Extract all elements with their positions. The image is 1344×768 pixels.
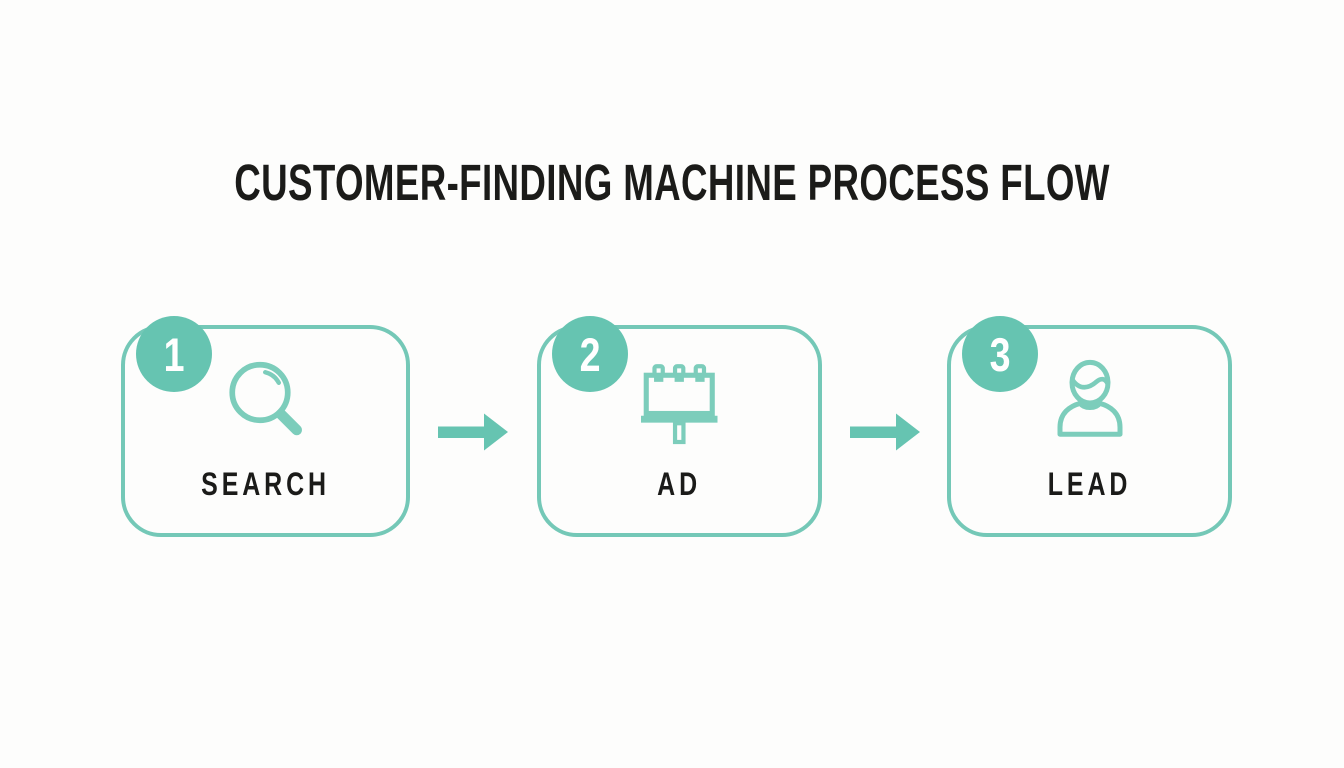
step-label: SEARCH — [201, 466, 330, 502]
page-title: CUSTOMER-FINDING MACHINE PROCESS FLOW — [0, 157, 1344, 221]
step-box-ad: 2 AD — [537, 316, 822, 537]
step-number-badge: 2 — [552, 316, 628, 392]
step-box-lead: 3 LEAD — [947, 316, 1232, 537]
step-number: 2 — [579, 327, 601, 381]
step-label: LEAD — [1047, 466, 1132, 502]
magnifier-search-icon — [125, 347, 406, 459]
page-title-text: CUSTOMER-FINDING MACHINE PROCESS FLOW — [234, 154, 1110, 211]
step-number: 3 — [989, 327, 1011, 381]
arrow-right-icon — [850, 412, 920, 452]
step-number-badge: 3 — [962, 316, 1038, 392]
step-label: AD — [657, 466, 702, 502]
person-lead-icon — [951, 347, 1228, 459]
billboard-ad-icon — [541, 347, 818, 459]
step-number-badge: 1 — [136, 316, 212, 392]
step-box-search: 1 SEARCH — [121, 316, 410, 537]
arrow-right-icon — [438, 412, 508, 452]
step-number: 1 — [163, 327, 185, 381]
